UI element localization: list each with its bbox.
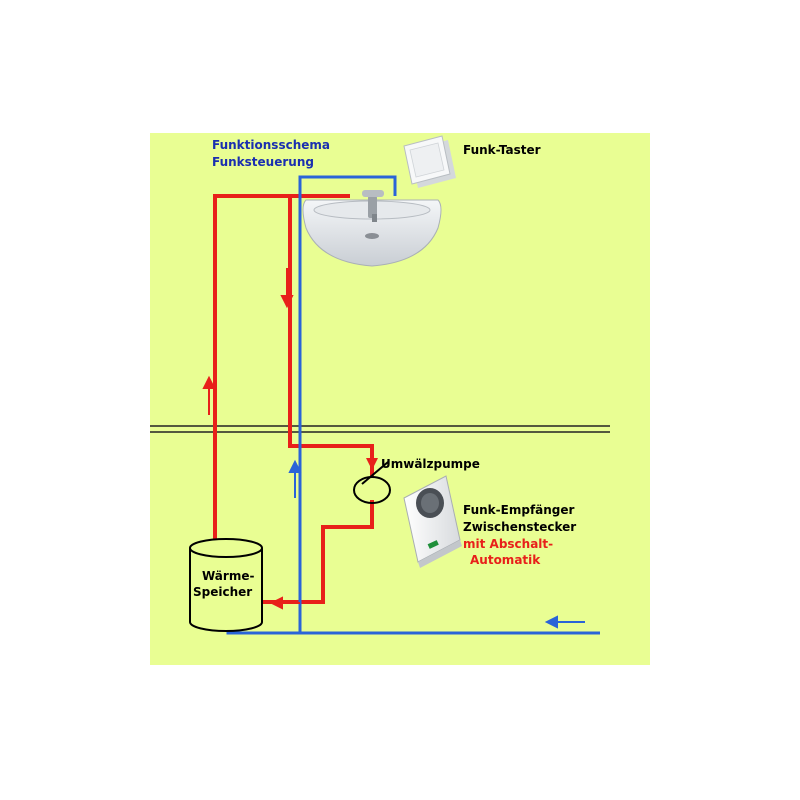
return-down-arrow bbox=[280, 268, 294, 309]
receiver-label-line1: Funk-Empfänger bbox=[463, 503, 575, 517]
receiver-label-line4: Automatik bbox=[470, 553, 541, 567]
cold-up-arrow bbox=[288, 459, 302, 498]
pump-to-storage-pipe bbox=[262, 500, 374, 604]
floor-line bbox=[150, 425, 610, 433]
storage-in-arrow bbox=[269, 596, 300, 610]
diagram-title-line1: Funktionsschema bbox=[212, 138, 330, 152]
hot-supply-pipe bbox=[213, 194, 350, 540]
storage-label-line2: Speicher bbox=[193, 585, 252, 599]
wireless-receiver-plug-icon bbox=[403, 475, 462, 568]
pump-label: Umwälzpumpe bbox=[381, 457, 480, 471]
cold-main-pipe bbox=[298, 175, 600, 635]
diagram-title-line2: Funksteuerung bbox=[212, 155, 314, 169]
hot-up-arrow bbox=[202, 375, 216, 415]
sink-icon bbox=[302, 190, 442, 267]
receiver-label-line3: mit Abschalt- bbox=[463, 537, 553, 551]
flow-arrows bbox=[202, 268, 585, 629]
storage-label-line1: Wärme- bbox=[202, 569, 254, 583]
circulation-pump-icon bbox=[353, 461, 391, 504]
receiver-label-line2: Zwischenstecker bbox=[463, 520, 576, 534]
funk-taster-label: Funk-Taster bbox=[463, 143, 541, 157]
cold-inlet-arrow bbox=[544, 615, 585, 629]
heat-storage-tank bbox=[189, 538, 263, 632]
pump-in-arrow bbox=[366, 458, 378, 470]
wireless-switch-icon bbox=[403, 135, 456, 188]
